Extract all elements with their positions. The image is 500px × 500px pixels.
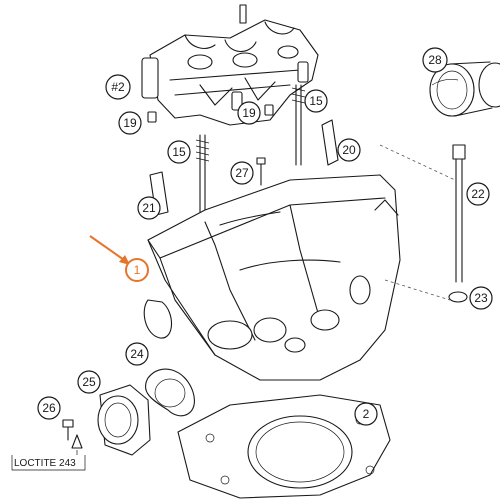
callout-15a: 15 bbox=[304, 89, 328, 113]
svg-text:24: 24 bbox=[130, 347, 144, 361]
callout-26: 26 bbox=[37, 396, 61, 420]
callout-2b: 2 bbox=[354, 402, 378, 426]
assembly-guide-line bbox=[379, 144, 456, 181]
svg-text:15: 15 bbox=[172, 145, 186, 159]
highlight-arrow bbox=[89, 235, 130, 265]
valve-spring-15b bbox=[291, 84, 306, 166]
svg-text:26: 26 bbox=[42, 401, 56, 415]
svg-text:LOCTITE 243: LOCTITE 243 bbox=[14, 458, 76, 469]
callout-27: 27 bbox=[230, 161, 254, 185]
valve-spring-15a bbox=[195, 134, 210, 216]
callout-20: 20 bbox=[337, 138, 361, 162]
svg-text:21: 21 bbox=[142, 201, 156, 215]
svg-text:15: 15 bbox=[309, 94, 323, 108]
assembly-guide-line bbox=[384, 279, 451, 301]
guide-20 bbox=[321, 119, 339, 166]
svg-text:20: 20 bbox=[342, 143, 356, 157]
svg-text:19: 19 bbox=[123, 116, 137, 130]
ring-19a bbox=[147, 111, 157, 123]
head-gasket-2 bbox=[177, 394, 391, 499]
svg-text:27: 27 bbox=[235, 166, 249, 180]
svg-text:#2: #2 bbox=[111, 80, 125, 94]
cylinder-head bbox=[143, 174, 401, 381]
callout-25: 25 bbox=[77, 370, 101, 394]
callout-2a: #2 bbox=[105, 74, 131, 100]
svg-text:1: 1 bbox=[134, 263, 141, 277]
callout-19a: 19 bbox=[118, 111, 142, 135]
camshaft-carrier-assembly bbox=[141, 4, 319, 126]
bolt-27 bbox=[256, 157, 266, 186]
svg-text:23: 23 bbox=[474, 291, 488, 305]
callout-21: 21 bbox=[137, 196, 161, 220]
stud-bolt-22 bbox=[452, 144, 466, 283]
ring-19b bbox=[264, 104, 274, 116]
callout-22: 22 bbox=[466, 182, 490, 206]
callout-15b: 15 bbox=[167, 140, 191, 164]
svg-text:19: 19 bbox=[242, 106, 256, 120]
loctite-note: LOCTITE 243 bbox=[11, 450, 86, 471]
intake-flange-25 bbox=[97, 384, 151, 456]
svg-text:25: 25 bbox=[82, 375, 96, 389]
svg-text:2: 2 bbox=[363, 407, 370, 421]
callout-19b: 19 bbox=[237, 101, 261, 125]
svg-text:22: 22 bbox=[471, 187, 485, 201]
washer-23 bbox=[448, 291, 468, 303]
callout-23: 23 bbox=[469, 286, 493, 310]
callout-28: 28 bbox=[422, 47, 448, 73]
intake-rubber-28 bbox=[429, 61, 500, 117]
callout-1-highlighted: 1 bbox=[125, 258, 149, 282]
svg-text:28: 28 bbox=[428, 53, 442, 67]
screw-26 bbox=[62, 419, 83, 449]
gasket-24 bbox=[144, 368, 195, 417]
callout-24: 24 bbox=[125, 342, 149, 366]
